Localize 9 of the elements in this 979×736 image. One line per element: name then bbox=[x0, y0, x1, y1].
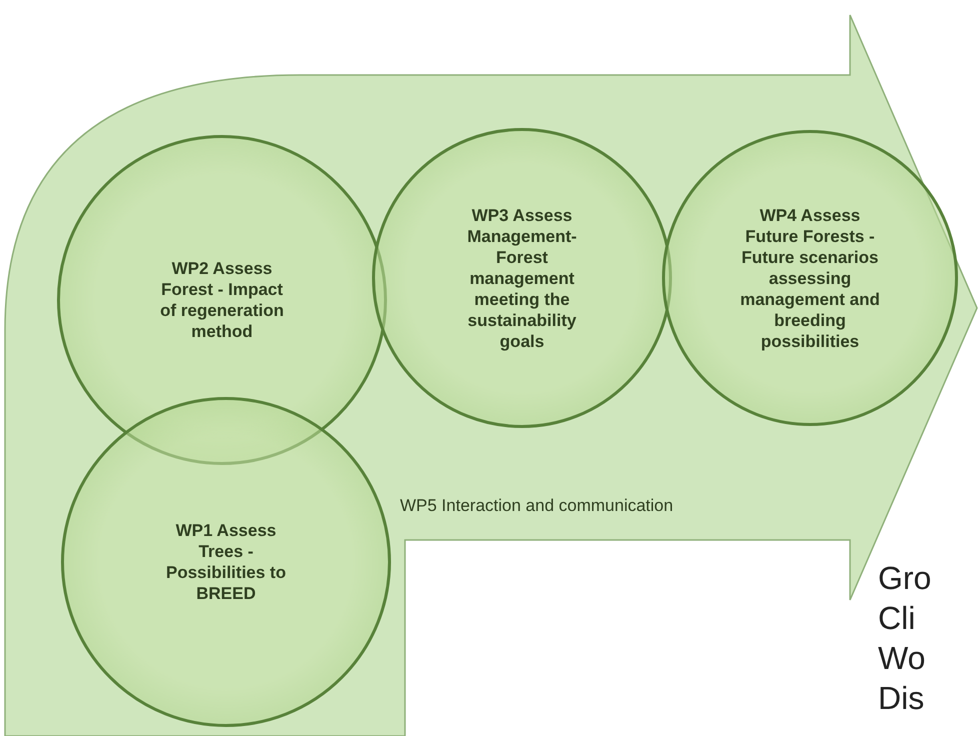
text-fragment: Cli bbox=[878, 600, 916, 636]
node-text: WP2 Assess Forest - Impact of regeneration method bbox=[159, 258, 285, 342]
arrow-label: WP5 Interaction and communication bbox=[400, 496, 674, 516]
node-text: WP1 Assess Trees - Possibilities to BREED bbox=[166, 520, 286, 604]
node-text: WP3 Assess Management- Forest management meeting the sustainability goals bbox=[466, 204, 578, 352]
node-text: WP4 Assess Future Forests - Future scenarios assessing management and breeding possibilities bbox=[740, 204, 880, 352]
text-fragment: Gro bbox=[878, 560, 932, 596]
text-fragment: Wo bbox=[878, 640, 926, 676]
text-fragment: Dis bbox=[878, 680, 924, 716]
